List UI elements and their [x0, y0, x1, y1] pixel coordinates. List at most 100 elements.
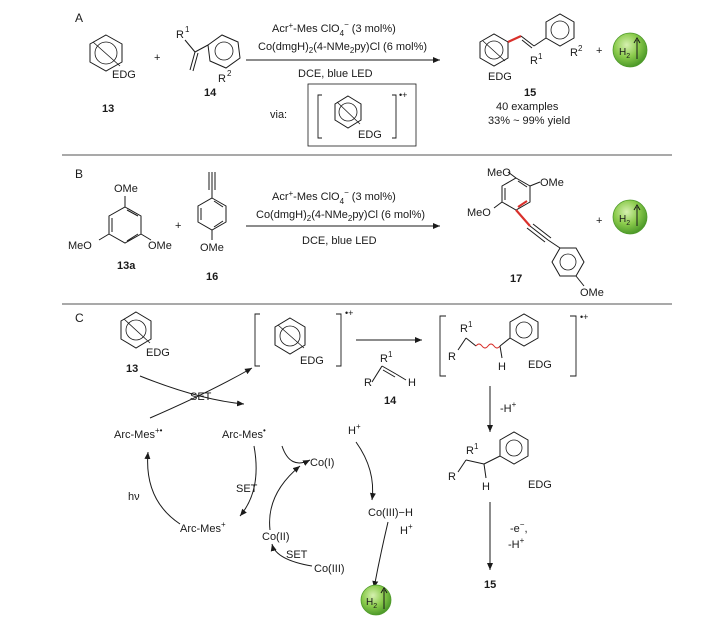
- cobalt-reduction-arrow: [281, 445, 311, 466]
- alkene-h-label: H: [408, 377, 416, 389]
- cobalt-set-arrow: [270, 543, 313, 567]
- panel-label-a: A: [75, 11, 83, 25]
- alkene-14-structure: [371, 365, 407, 383]
- cat-edg-label: EDG: [528, 479, 552, 491]
- c-compound-15-label: 15: [484, 579, 496, 591]
- int-r-label: R: [448, 351, 456, 363]
- compound-17-label: 17: [510, 273, 522, 285]
- co-i-label: Co(I): [310, 457, 334, 469]
- benzene-ring-icon: [120, 311, 152, 349]
- radical-cation-structure: •+: [317, 90, 407, 139]
- examples-text: 40 examples: [496, 101, 559, 113]
- radical-cation-structure: •+: [254, 308, 353, 367]
- arc-mes-radical-cation: Arc-Mes+•: [114, 426, 163, 441]
- styrene-structure: [184, 34, 241, 72]
- edg-label: EDG: [112, 69, 136, 81]
- product-meo-top: MeO: [487, 167, 511, 179]
- photoexcitation-arrow: [144, 451, 181, 525]
- plus-sign-b: +: [175, 220, 181, 232]
- intermediate-box: [307, 83, 417, 147]
- set-label-3: SET: [286, 549, 308, 561]
- int-h-label: H: [498, 361, 506, 373]
- set-arrow-3: [239, 445, 257, 517]
- r1-label: R: [176, 29, 184, 41]
- h2-gas-ball-icon: H2: [612, 32, 648, 68]
- conditions-b-line3: DCE, blue LED: [302, 235, 377, 247]
- product-edg-label: EDG: [488, 71, 512, 83]
- via-label: via:: [270, 109, 287, 121]
- radical-cation-adduct-structure: •+: [439, 312, 588, 377]
- product-meo-left: MeO: [467, 207, 491, 219]
- r2-label: R: [218, 73, 226, 85]
- plus-sign: +: [154, 52, 160, 64]
- c-edg-label-2: EDG: [300, 355, 324, 367]
- conditions-b-line2: Co(dmgH)2(4-NMe2py)Cl (6 mol%): [256, 209, 425, 223]
- compound-15-label: 15: [524, 87, 536, 99]
- conditions-b-line1: Acr+-Mes ClO4− (3 mol%): [272, 188, 396, 206]
- stilbene-product-structure: [479, 13, 575, 67]
- set-label-2: SET: [236, 483, 258, 495]
- plus-sign-2: +: [596, 45, 602, 57]
- c-compound-14-label: 14: [384, 395, 397, 407]
- cat-r1-label: R1: [466, 442, 479, 457]
- h2-release-arrow: [372, 521, 389, 589]
- int-edg-label: EDG: [528, 359, 552, 371]
- ome-top-label: OMe: [114, 183, 138, 195]
- svg-text:1: 1: [185, 25, 190, 34]
- panel-label-c: C: [75, 311, 84, 325]
- compound-13a-label: 13a: [117, 260, 136, 272]
- h-plus-label: H+: [348, 422, 361, 437]
- h2-gas-ball-icon: H2: [360, 584, 392, 616]
- product-r2-label: R2: [570, 44, 583, 59]
- compound-14-label: 14: [204, 87, 217, 99]
- benzylic-radical-structure: [457, 431, 529, 479]
- alkene-r1-label: R1: [380, 350, 393, 365]
- yield-text: 33% ~ 99% yield: [488, 115, 570, 127]
- product-ome-bottom: OMe: [580, 287, 604, 299]
- minus-e-label: -e−,: [510, 520, 528, 535]
- int-r1-label: R1: [460, 320, 473, 335]
- wavy-bond-icon: [475, 343, 501, 349]
- minus-h-label: -H+: [500, 400, 517, 415]
- hv-label: hν: [128, 491, 140, 503]
- svg-text:•+: •+: [345, 308, 353, 318]
- svg-text:H2: H2: [366, 597, 377, 610]
- compound-13-label: 13: [102, 103, 114, 115]
- trimethoxybenzene-structure: [98, 196, 152, 244]
- cobalt-cycle-arrow: [269, 465, 301, 531]
- set-label-1: SET: [190, 391, 212, 403]
- conditions-line1: Acr+-Mes ClO4− (3 mol%): [272, 20, 396, 38]
- plus-sign-b2: +: [596, 215, 602, 227]
- c-compound-13-label: 13: [126, 363, 138, 375]
- h-plus-label-2: H+: [400, 522, 413, 537]
- set-arrow-2: [149, 367, 253, 419]
- ome-right-label: OMe: [148, 240, 172, 252]
- conditions-line3: DCE, blue LED: [298, 68, 373, 80]
- product-r1-label: R1: [530, 52, 543, 67]
- co-iii-label: Co(III): [314, 563, 345, 575]
- panel-label-b: B: [75, 167, 83, 181]
- benzene-ring-icon: [89, 34, 123, 72]
- arc-mes-radical: Arc-Mes•: [222, 426, 266, 441]
- cat-r-label: R: [448, 471, 456, 483]
- meo-left-label: MeO: [68, 240, 92, 252]
- arc-mes-cation: Arc-Mes+: [180, 520, 226, 535]
- co-iii-h-label: Co(III)−H: [368, 507, 413, 519]
- svg-text:2: 2: [227, 69, 232, 78]
- co-ii-label: Co(II): [262, 531, 290, 543]
- ethynylanisole-structure: [197, 172, 227, 240]
- svg-text:•+: •+: [399, 90, 407, 100]
- diarylalkyne-product-structure: [493, 171, 585, 287]
- minus-h2-label: -H+: [508, 536, 525, 551]
- compound-16-label: 16: [206, 271, 218, 283]
- svg-text:•+: •+: [580, 312, 588, 322]
- svg-text:H2: H2: [619, 214, 630, 227]
- protonation-arrow: [355, 441, 376, 501]
- alkene-r-label: R: [364, 377, 372, 389]
- ome-16-label: OMe: [200, 242, 224, 254]
- cat-h-label: H: [482, 481, 490, 493]
- product-ome-right: OMe: [540, 177, 564, 189]
- set-arrow-1: [139, 375, 245, 407]
- svg-text:H2: H2: [619, 47, 630, 60]
